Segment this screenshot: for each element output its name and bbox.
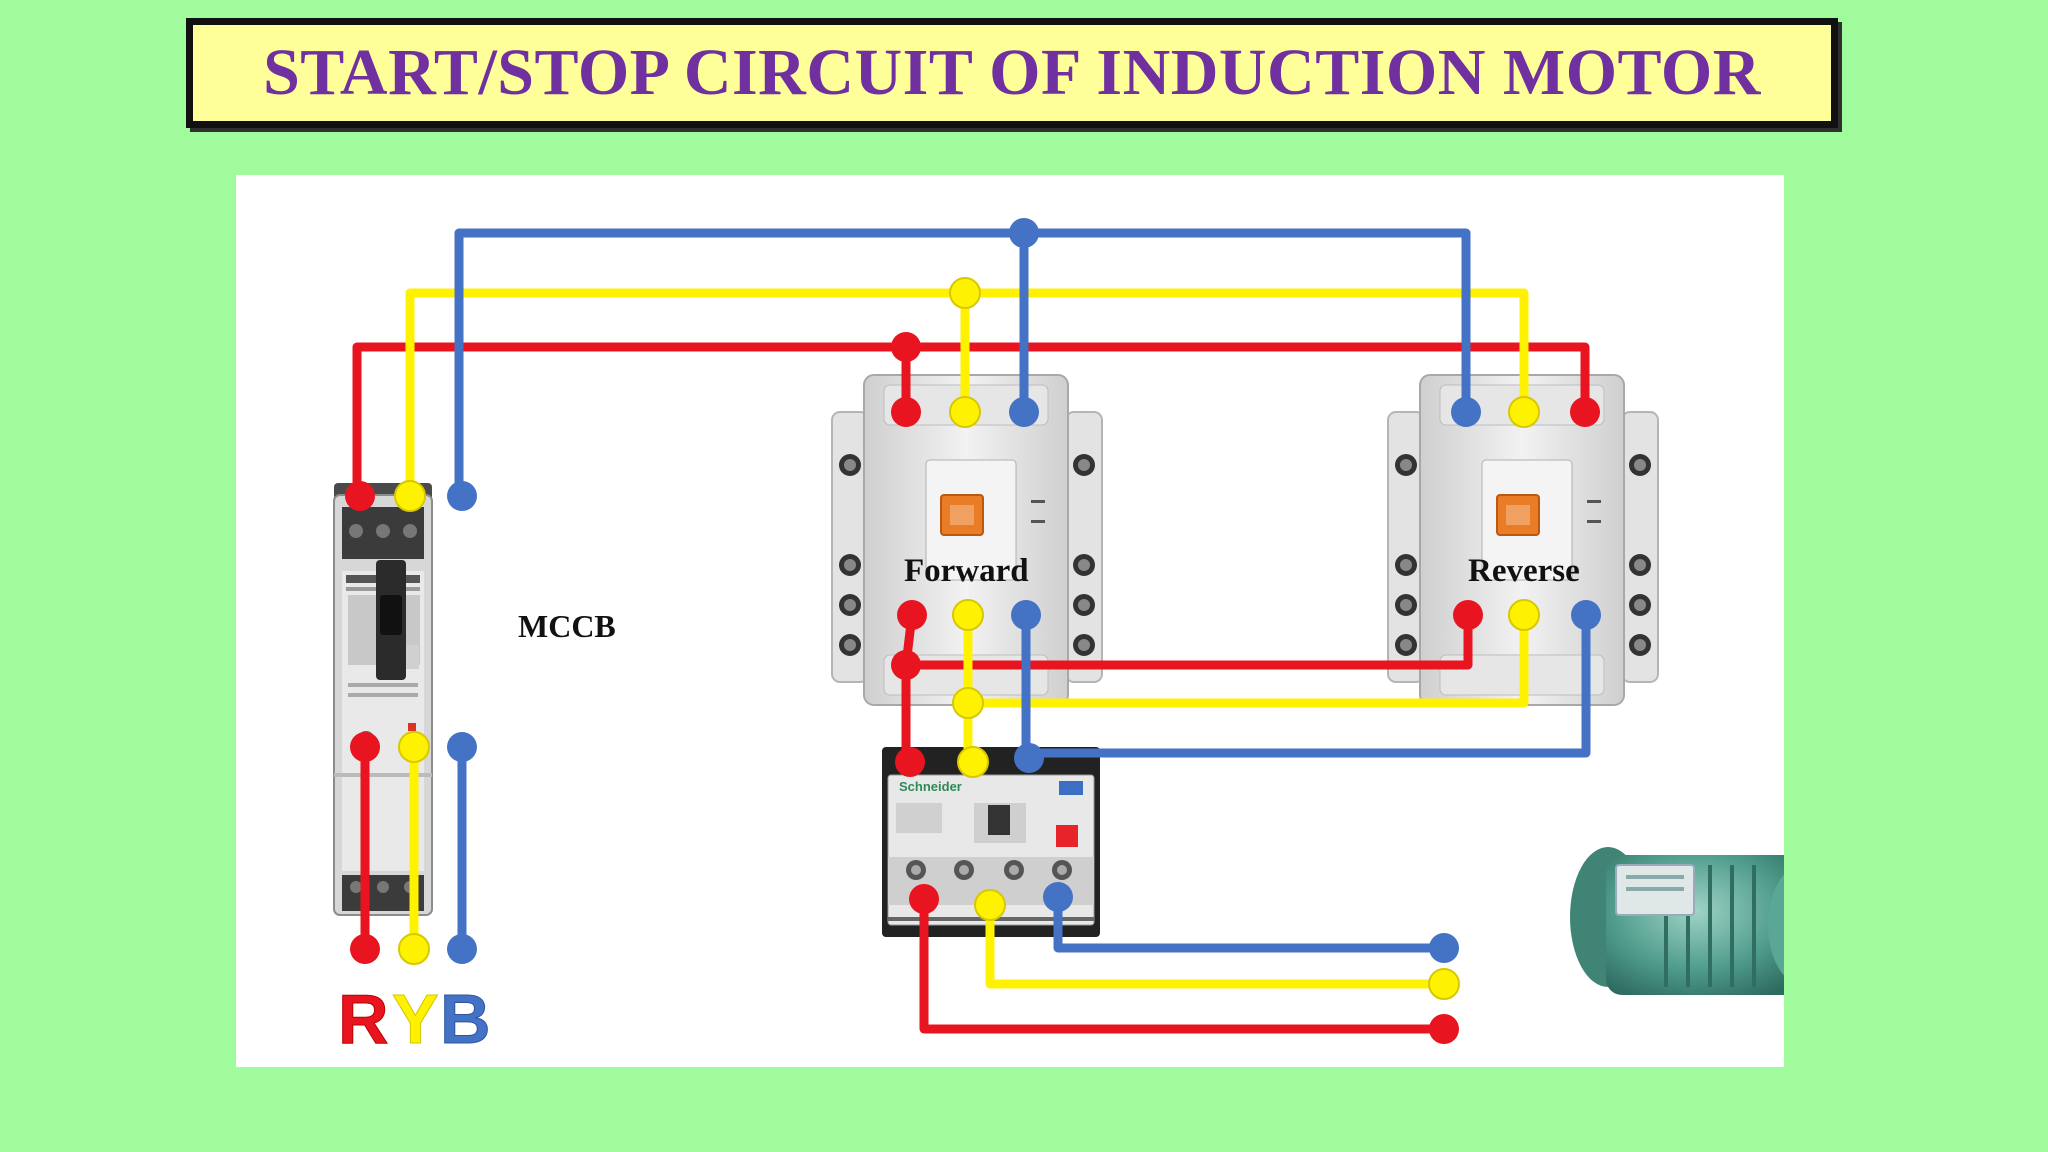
wiring-diagram: Schneider [236,175,1784,1067]
page-title: START/STOP CIRCUIT OF INDUCTION MOTOR [263,36,1761,109]
induction-motor [1570,847,1784,995]
mccb-breaker [333,483,433,916]
mccb-label: MCCB [518,608,616,644]
wire-blue [454,228,1591,953]
supply-label-b: B [440,980,491,1058]
forward-label: Forward [904,553,1029,589]
terminal-dots-yellow [394,277,1540,1000]
reverse-label: Reverse [1468,553,1580,589]
wiring-diagram-svg: Schneider [333,218,1784,1059]
supply-label-y: Y [392,980,439,1058]
overload-brand: Schneider [899,779,962,794]
supply-label-r: R [338,980,389,1058]
title-banner: START/STOP CIRCUIT OF INDUCTION MOTOR [186,18,1838,128]
terminal-dots-red [345,332,1600,1044]
terminal-dots-blue [447,218,1601,964]
